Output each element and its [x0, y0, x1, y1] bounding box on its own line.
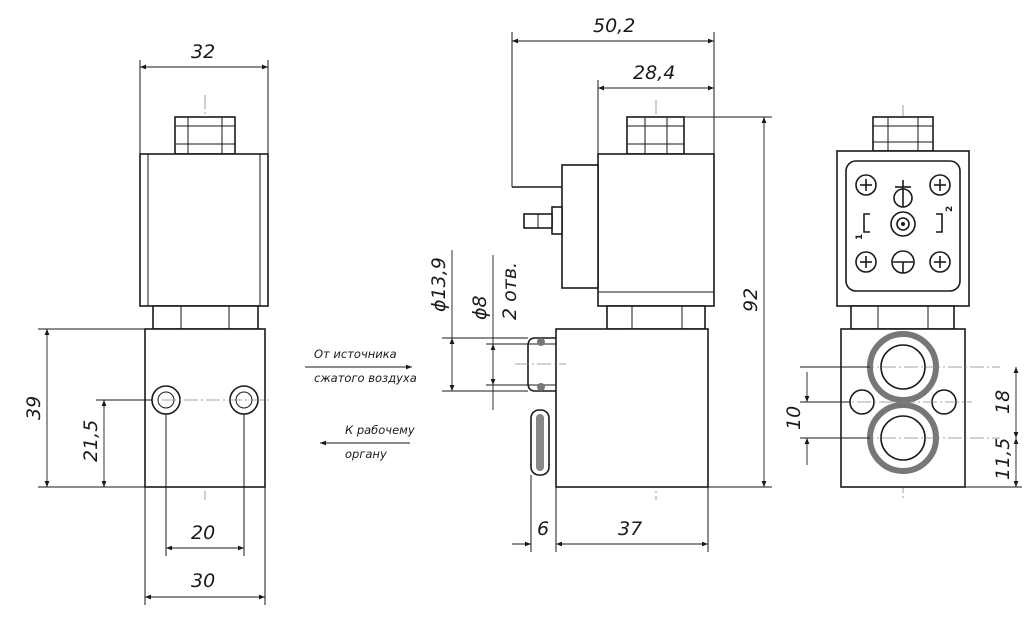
- screw-icon: [855, 174, 877, 196]
- dim-28-4: 28,4: [633, 62, 675, 84]
- note-air-source: От источника сжатого воздуха: [305, 347, 417, 385]
- dim-6: 6: [537, 518, 549, 540]
- dim-50-2: 50,2: [593, 15, 635, 37]
- screw-icon: [929, 251, 951, 273]
- side-inlet-fitting: [515, 337, 566, 392]
- side-block: [555, 328, 709, 488]
- center-screw-icon: [890, 211, 916, 237]
- side-nut: [626, 116, 685, 155]
- dim-18: 18: [992, 390, 1014, 414]
- front-coil: [139, 153, 269, 307]
- side-connector: [512, 164, 599, 289]
- dim-39: 39: [23, 396, 45, 420]
- rear-block: [835, 328, 1000, 488]
- front-view: 32 39 21,5 20 30: [23, 41, 272, 605]
- rear-connector-face: 1 2: [836, 150, 970, 307]
- rear-view: 1 2: [783, 105, 1022, 500]
- front-neck: [152, 305, 259, 330]
- earth-contact-icon: [891, 250, 915, 274]
- note-working-body: К рабочему органу: [320, 423, 415, 461]
- screw-icon: [929, 174, 951, 196]
- dim-37: 37: [618, 518, 642, 540]
- note-source-line2: сжатого воздуха: [314, 371, 417, 385]
- side-neck: [606, 305, 706, 330]
- dim-92: 92: [740, 288, 762, 312]
- front-nut: [174, 116, 236, 155]
- dim-30: 30: [191, 570, 215, 592]
- rear-nut: [872, 116, 934, 152]
- screw-icon: [855, 251, 877, 273]
- side-coil: [597, 153, 715, 307]
- note-work-line1: К рабочему: [345, 423, 415, 437]
- pin-label-2: 2: [945, 206, 955, 212]
- dim-32: 32: [191, 41, 215, 63]
- dim-11-5: 11,5: [992, 438, 1014, 480]
- front-block: [140, 328, 272, 488]
- rear-neck: [850, 305, 955, 330]
- pin-label-1: 1: [855, 234, 865, 240]
- dim-dia-8: ϕ8: [469, 295, 491, 320]
- dim-hole-count: 2 отв.: [499, 262, 521, 320]
- dim-20: 20: [191, 522, 215, 544]
- ground-symbol-icon: [893, 180, 913, 208]
- note-source-line1: От источника: [314, 347, 397, 361]
- note-work-line2: органу: [345, 447, 387, 461]
- dim-21-5: 21,5: [80, 420, 102, 462]
- dim-10: 10: [783, 406, 805, 430]
- side-view: 50,2 28,4 92 ϕ13,9 ϕ8 2 отв. От источник…: [305, 15, 772, 552]
- side-outlet-fitting: [530, 409, 550, 476]
- dim-dia-13-9: ϕ13,9: [428, 257, 450, 312]
